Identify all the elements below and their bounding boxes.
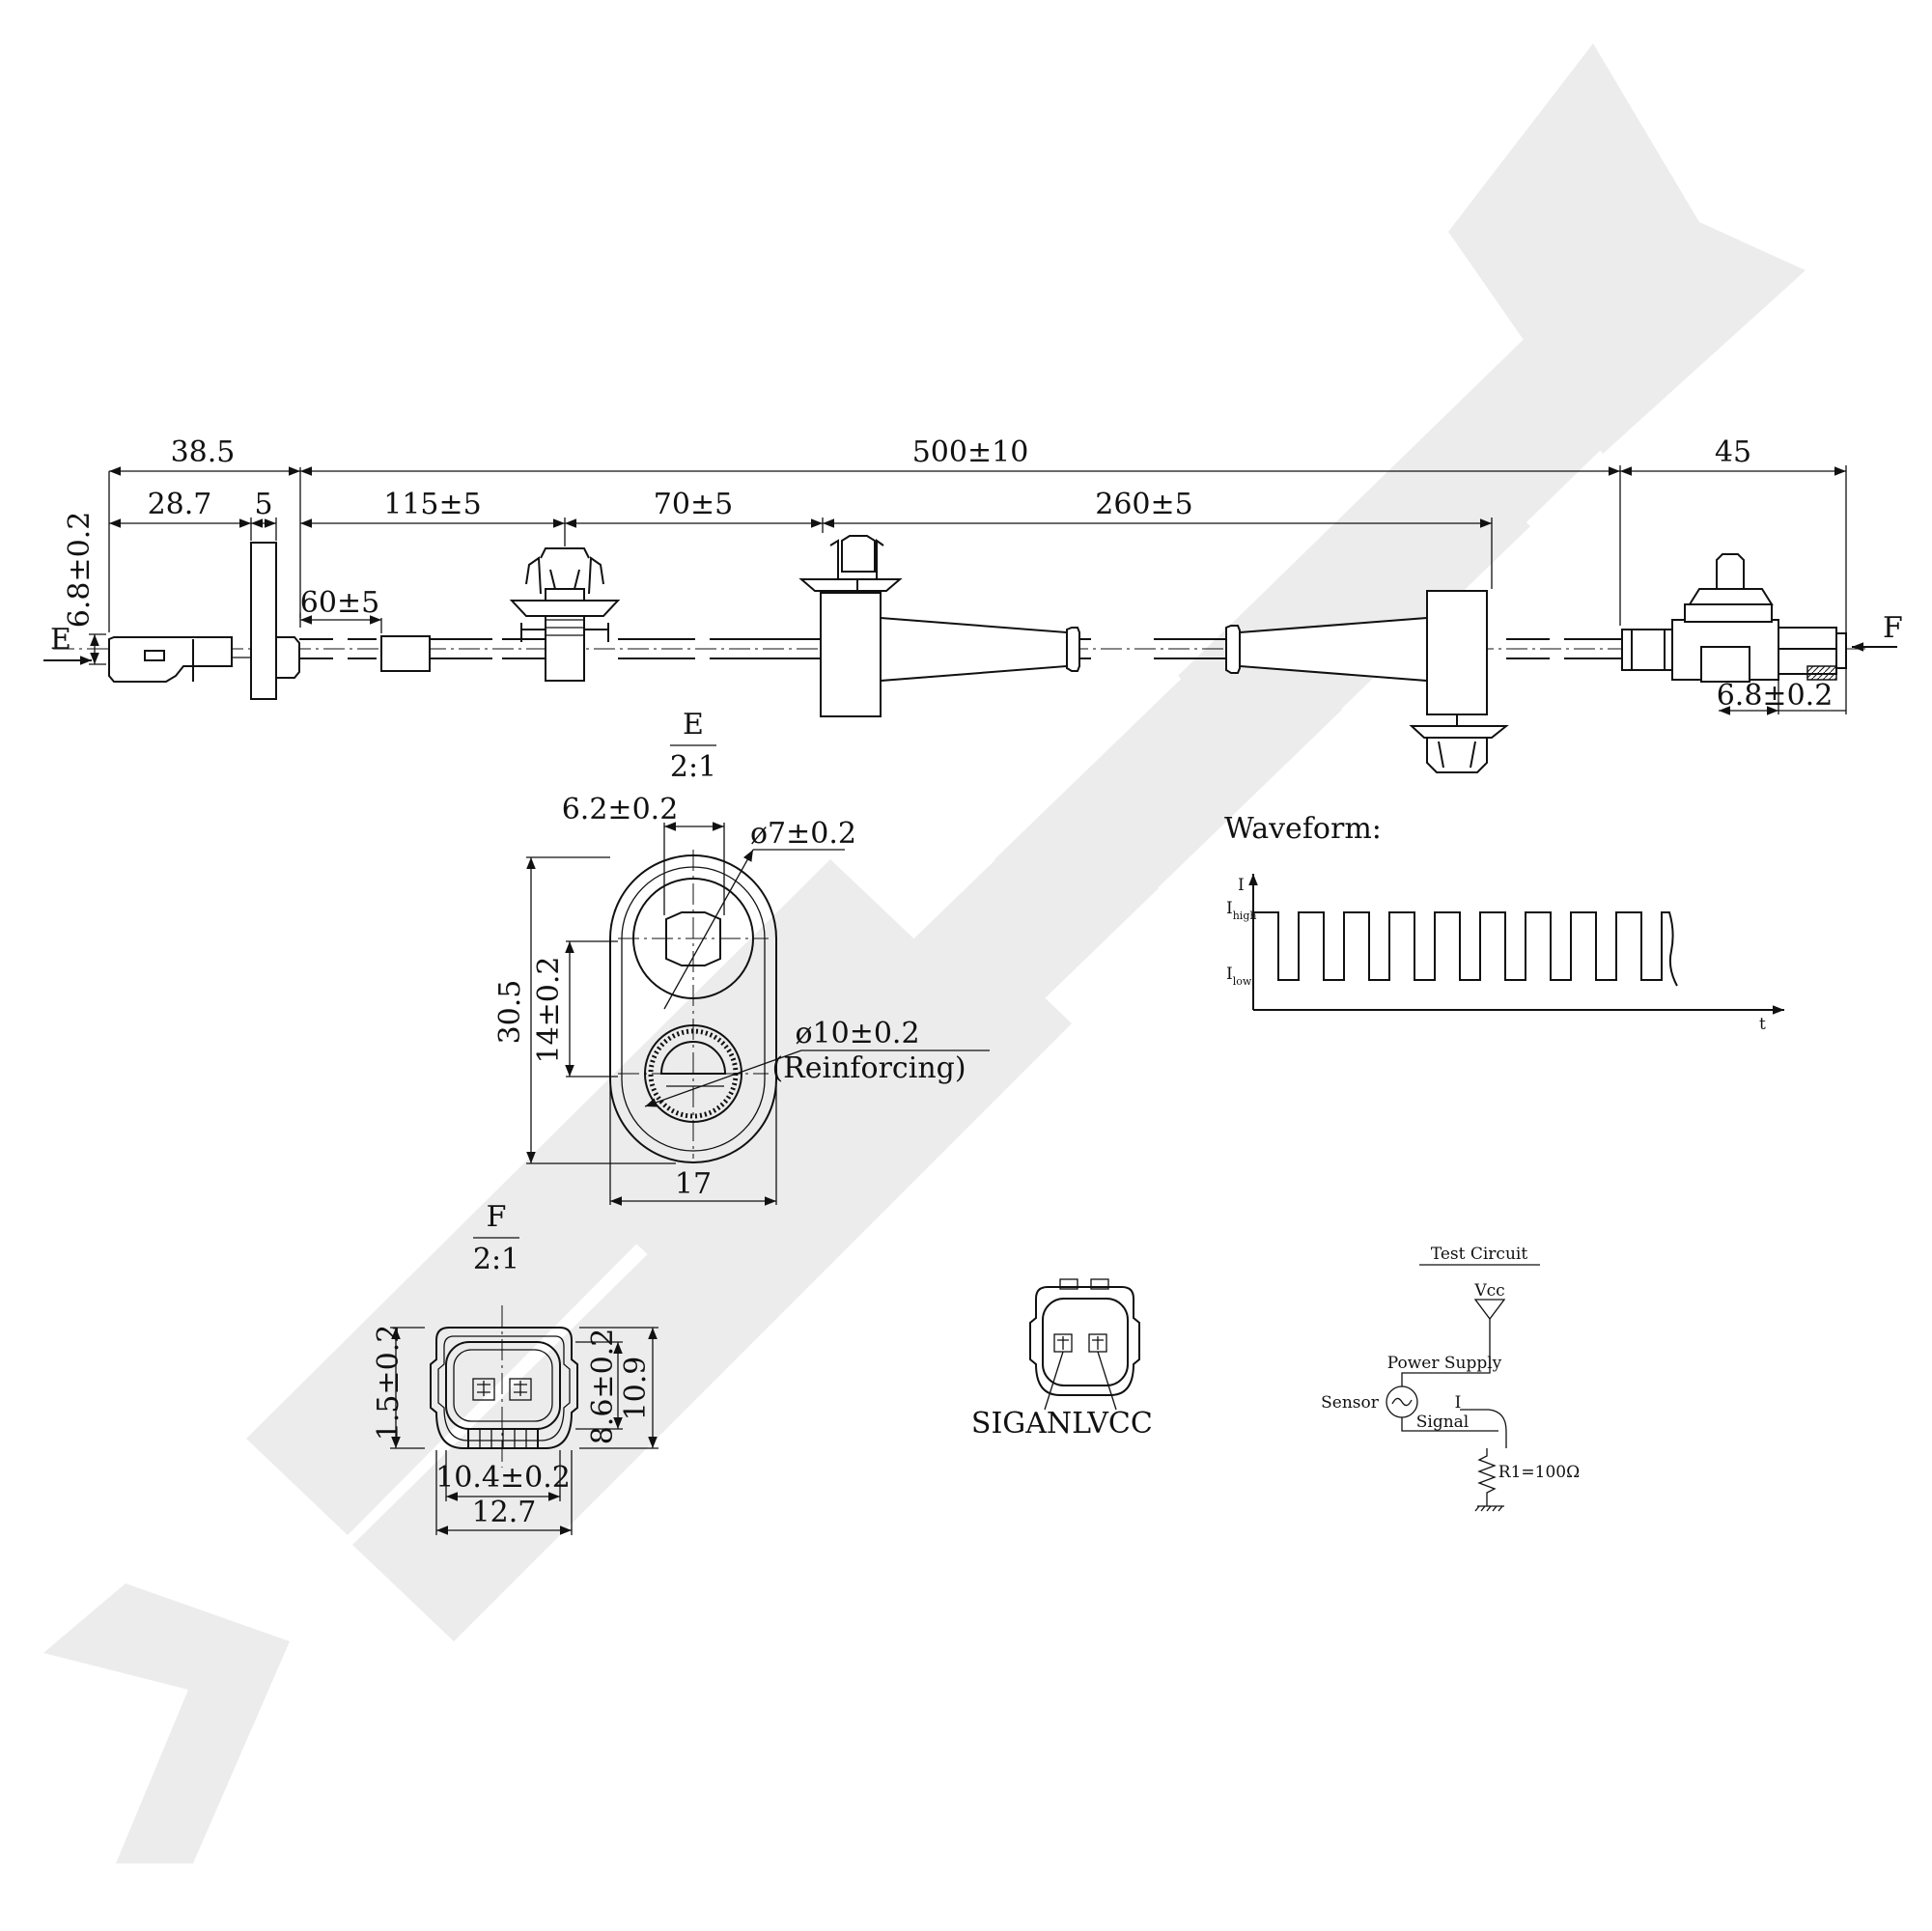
extension-lines bbox=[89, 465, 1847, 714]
dimension-lines bbox=[90, 466, 1846, 715]
pin-vcc-label: VCC bbox=[1086, 1407, 1153, 1441]
dim-cable-total: 500±10 bbox=[912, 435, 1029, 469]
sensor-head bbox=[108, 542, 300, 700]
pin-signal-label: SIGANL bbox=[971, 1407, 1091, 1441]
dim-seg1: 115±5 bbox=[383, 488, 481, 521]
dim-overall-left: 38.5 bbox=[171, 435, 236, 469]
current-label: I bbox=[1455, 1393, 1462, 1413]
resistor-label: R1=100Ω bbox=[1498, 1463, 1580, 1482]
dim-seg2: 70±5 bbox=[654, 488, 733, 521]
dim-reinf-note: (Reinforcing) bbox=[771, 1051, 966, 1085]
power-supply-label: Power Supply bbox=[1387, 1354, 1502, 1373]
cable-sleeve bbox=[380, 635, 431, 672]
dim-inner-width: 10.4±0.2 bbox=[435, 1461, 571, 1495]
detail-f: F 2:1 1.5± bbox=[372, 1200, 658, 1535]
test-circuit: Test Circuit Vcc Power Supply Sensor I S… bbox=[1321, 1245, 1580, 1512]
dim-connector-end: 45 bbox=[1715, 435, 1751, 469]
dim-flange: 5 bbox=[254, 488, 272, 521]
pinout-diagram: SIGANL VCC bbox=[971, 1278, 1153, 1441]
cable bbox=[299, 638, 1622, 659]
dim-key-height: 1.5±0.2 bbox=[372, 1325, 406, 1441]
view-marker-f: F bbox=[1883, 611, 1903, 645]
dim-connector-height: 6.8±0.2 bbox=[1717, 679, 1834, 713]
signal-label: Signal bbox=[1416, 1413, 1470, 1432]
dim-reinf-dia: ø10±0.2 bbox=[795, 1017, 919, 1050]
dim-sleeve: 60±5 bbox=[300, 586, 379, 620]
waveform-chart: Waveform: I t Ihigh Ilow bbox=[1224, 812, 1784, 1034]
detail-e: E 2:1 bbox=[493, 708, 990, 1206]
detail-f-scale: 2:1 bbox=[473, 1243, 519, 1276]
dim-height: 30.5 bbox=[493, 980, 527, 1045]
waveform-title: Waveform: bbox=[1224, 812, 1382, 846]
level-high-label: Ihigh bbox=[1226, 899, 1256, 922]
main-view: E F bbox=[43, 435, 1903, 773]
vcc-label: Vcc bbox=[1473, 1281, 1504, 1301]
dim-pitch: 14±0.2 bbox=[532, 956, 566, 1063]
dim-sensor-body: 28.7 bbox=[148, 488, 212, 521]
connector-face bbox=[430, 1327, 578, 1449]
dim-hole-dia: ø7±0.2 bbox=[750, 817, 856, 851]
flange-outline bbox=[609, 854, 777, 1163]
dim-hole-offset: 6.2±0.2 bbox=[562, 793, 679, 826]
grommet-1 bbox=[798, 535, 1091, 717]
dim-head-height: 6.8±0.2 bbox=[63, 512, 97, 629]
dim-width: 17 bbox=[675, 1167, 712, 1201]
cable-clip-1 bbox=[509, 547, 621, 682]
detail-f-label: F bbox=[487, 1200, 507, 1234]
grommet-2 bbox=[1154, 590, 1509, 773]
level-low-label: Ilow bbox=[1226, 965, 1252, 988]
connector bbox=[1621, 553, 1847, 683]
watermark-logo bbox=[43, 43, 1806, 1863]
detail-e-scale: 2:1 bbox=[670, 750, 716, 784]
view-marker-e: E bbox=[50, 623, 71, 657]
dim-seg3: 260±5 bbox=[1095, 488, 1192, 521]
resistor-symbol bbox=[1477, 1448, 1497, 1506]
dim-outer-height: 10.9 bbox=[619, 1357, 653, 1421]
waveform-y-label: I bbox=[1238, 876, 1245, 895]
dim-outer-width: 12.7 bbox=[472, 1496, 537, 1529]
dim-inner-height: 8.6±0.2 bbox=[586, 1329, 620, 1445]
waveform-x-label: t bbox=[1759, 1015, 1766, 1034]
detail-e-label: E bbox=[683, 708, 704, 742]
waveform-signal bbox=[1253, 911, 1678, 987]
sensor-label: Sensor bbox=[1321, 1393, 1380, 1413]
test-circuit-title: Test Circuit bbox=[1431, 1245, 1528, 1264]
